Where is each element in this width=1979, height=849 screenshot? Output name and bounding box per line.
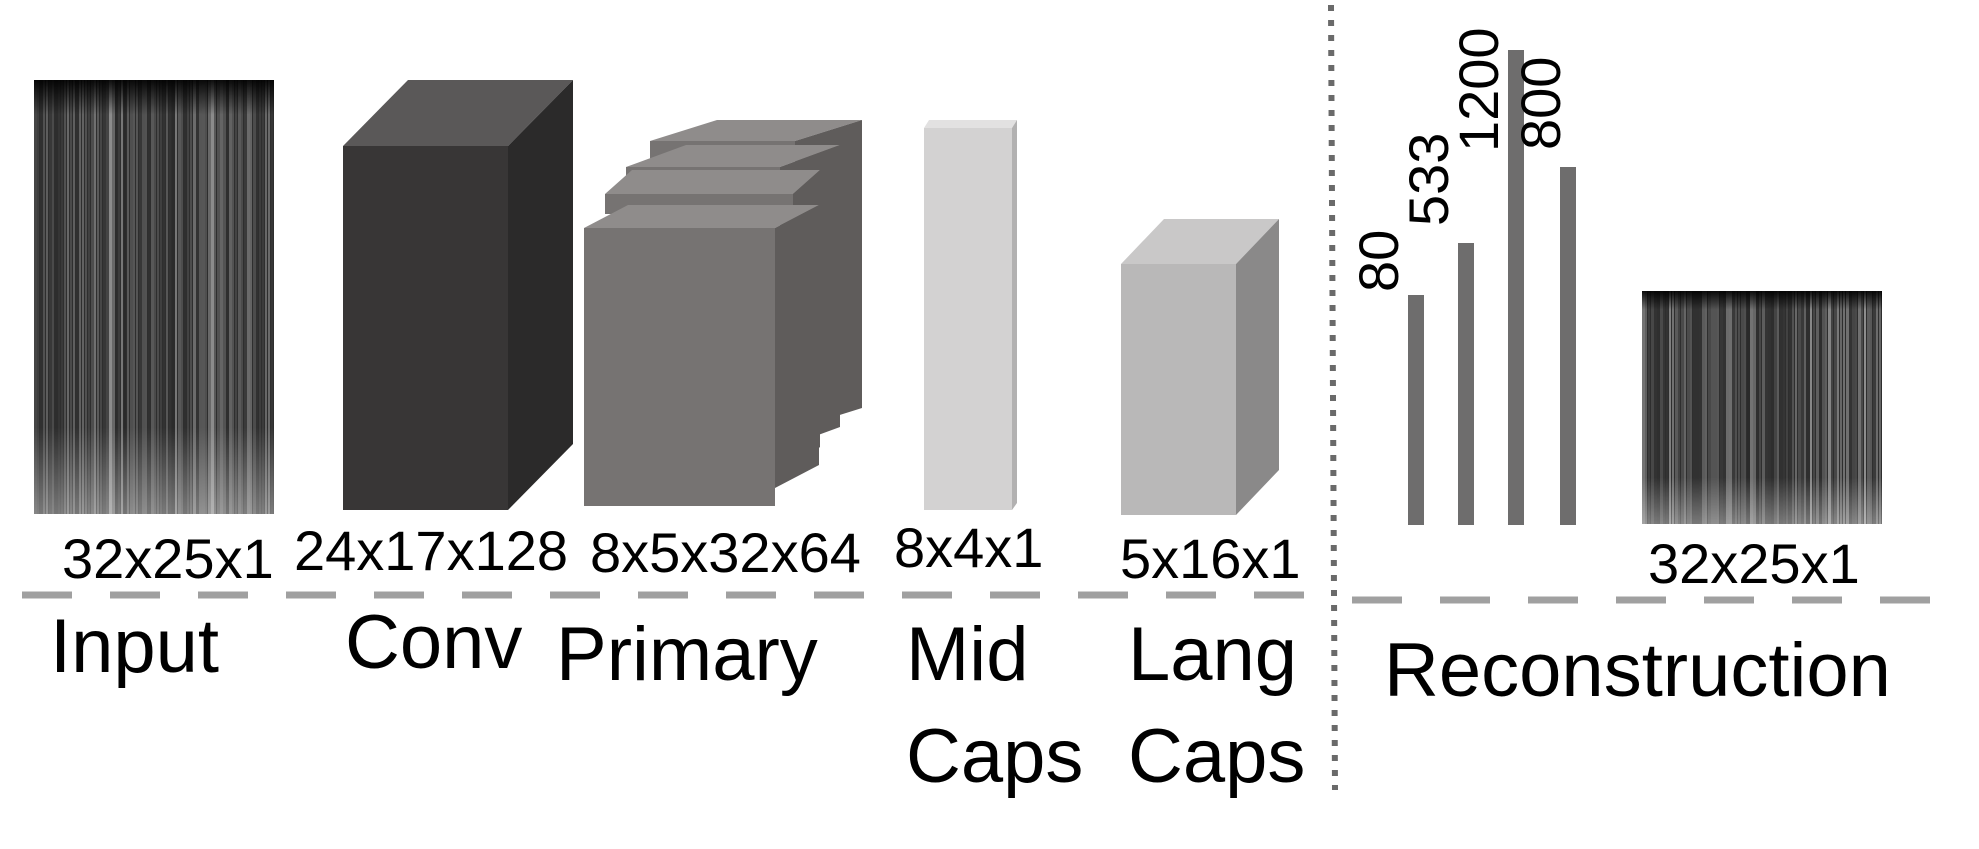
lang-caps-block bbox=[1121, 219, 1279, 515]
lang-caps-label-line2: Caps bbox=[1128, 714, 1305, 799]
input-label: Input bbox=[50, 604, 219, 689]
mid-caps-block bbox=[924, 120, 1017, 510]
section-separator bbox=[1328, 4, 1338, 791]
fc-bar-533 bbox=[1458, 243, 1474, 525]
fc-size-label-800: 800 bbox=[1509, 57, 1572, 150]
reconstruction-label: Reconstruction bbox=[1384, 628, 1891, 713]
conv-label: Conv bbox=[345, 600, 522, 685]
reconstruction-fc-layers: 80 533 1200 800 bbox=[1347, 27, 1576, 525]
fc-bar-80 bbox=[1408, 295, 1424, 525]
lang-caps-label-line1: Lang bbox=[1128, 612, 1297, 697]
primary-label: Primary bbox=[556, 612, 818, 697]
conv-layer-block bbox=[343, 80, 573, 510]
primary-caps-block bbox=[584, 120, 862, 506]
primary-dims-label: 8x5x32x64 bbox=[590, 521, 861, 584]
conv-dims-label: 24x17x128 bbox=[294, 519, 568, 582]
input-spectrogram bbox=[34, 80, 274, 514]
reconstruction-dims-label: 32x25x1 bbox=[1648, 532, 1860, 595]
fc-size-label-80: 80 bbox=[1347, 230, 1410, 292]
lang-caps-dims-label: 5x16x1 bbox=[1120, 527, 1301, 590]
fc-size-label-1200: 1200 bbox=[1447, 27, 1510, 152]
mid-caps-label-line1: Mid bbox=[906, 612, 1028, 697]
fc-bar-800 bbox=[1560, 167, 1576, 525]
mid-caps-dims-label: 8x4x1 bbox=[894, 516, 1043, 579]
mid-caps-label-line2: Caps bbox=[906, 714, 1083, 799]
fc-size-label-533: 533 bbox=[1397, 133, 1460, 226]
input-dims-label: 32x25x1 bbox=[62, 527, 274, 590]
reconstructed-spectrogram bbox=[1642, 291, 1882, 524]
fc-bar-1200 bbox=[1508, 50, 1524, 525]
